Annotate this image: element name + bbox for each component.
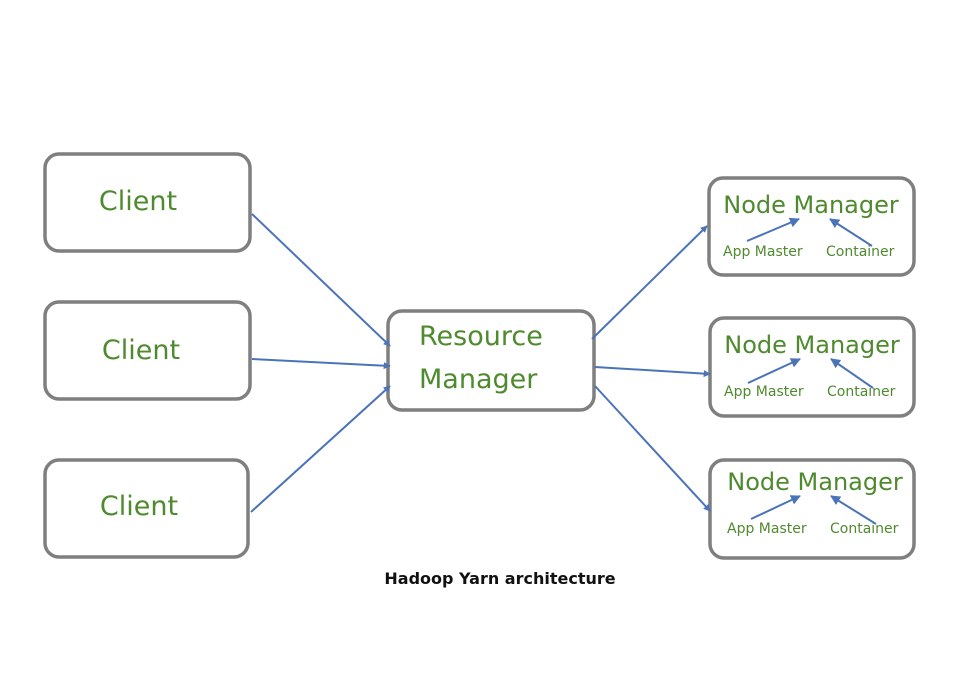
container-arrow: [830, 358, 874, 389]
app-master-arrow: [750, 495, 801, 520]
client2-to-rm-arrow: [251, 358, 391, 370]
container-label: Container: [827, 384, 896, 400]
client-box-1: Client: [43, 152, 252, 253]
client-box-2: Client: [43, 300, 252, 401]
node-manager-title: Node Manager: [723, 191, 899, 219]
node-manager-title: Node Manager: [727, 468, 903, 496]
resource-manager-label-line1: Resource: [419, 321, 543, 352]
client3-to-rm-arrow: [250, 385, 391, 513]
app-master-arrow: [747, 358, 801, 384]
app-master-label: App Master: [723, 244, 803, 260]
resource-manager-box: Resource Manager: [386, 309, 596, 412]
client-label: Client: [102, 335, 180, 366]
rm-to-nm3-arrow: [594, 385, 711, 512]
client-box-3: Client: [43, 458, 250, 559]
node-manager-box-2: Node Manager App Master Container: [708, 316, 916, 418]
diagram-caption: Hadoop Yarn architecture: [384, 569, 616, 588]
container-label: Container: [826, 244, 895, 260]
container-arrow: [829, 218, 873, 247]
client-label: Client: [99, 186, 177, 217]
node-manager-box-3: Node Manager App Master Container: [708, 458, 916, 560]
rm-to-nm2-arrow: [594, 366, 711, 378]
rm-to-nm1-arrow: [591, 225, 708, 340]
container-label: Container: [830, 521, 899, 537]
resource-manager-label-line2: Manager: [419, 364, 538, 395]
app-master-arrow: [746, 217, 800, 242]
node-manager-box-1: Node Manager App Master Container: [707, 176, 916, 277]
app-master-label: App Master: [724, 384, 804, 400]
app-master-label: App Master: [727, 521, 807, 537]
container-arrow: [830, 495, 877, 525]
client1-to-rm-arrow: [251, 213, 391, 347]
client-label: Client: [100, 491, 178, 522]
node-manager-title: Node Manager: [724, 331, 900, 359]
